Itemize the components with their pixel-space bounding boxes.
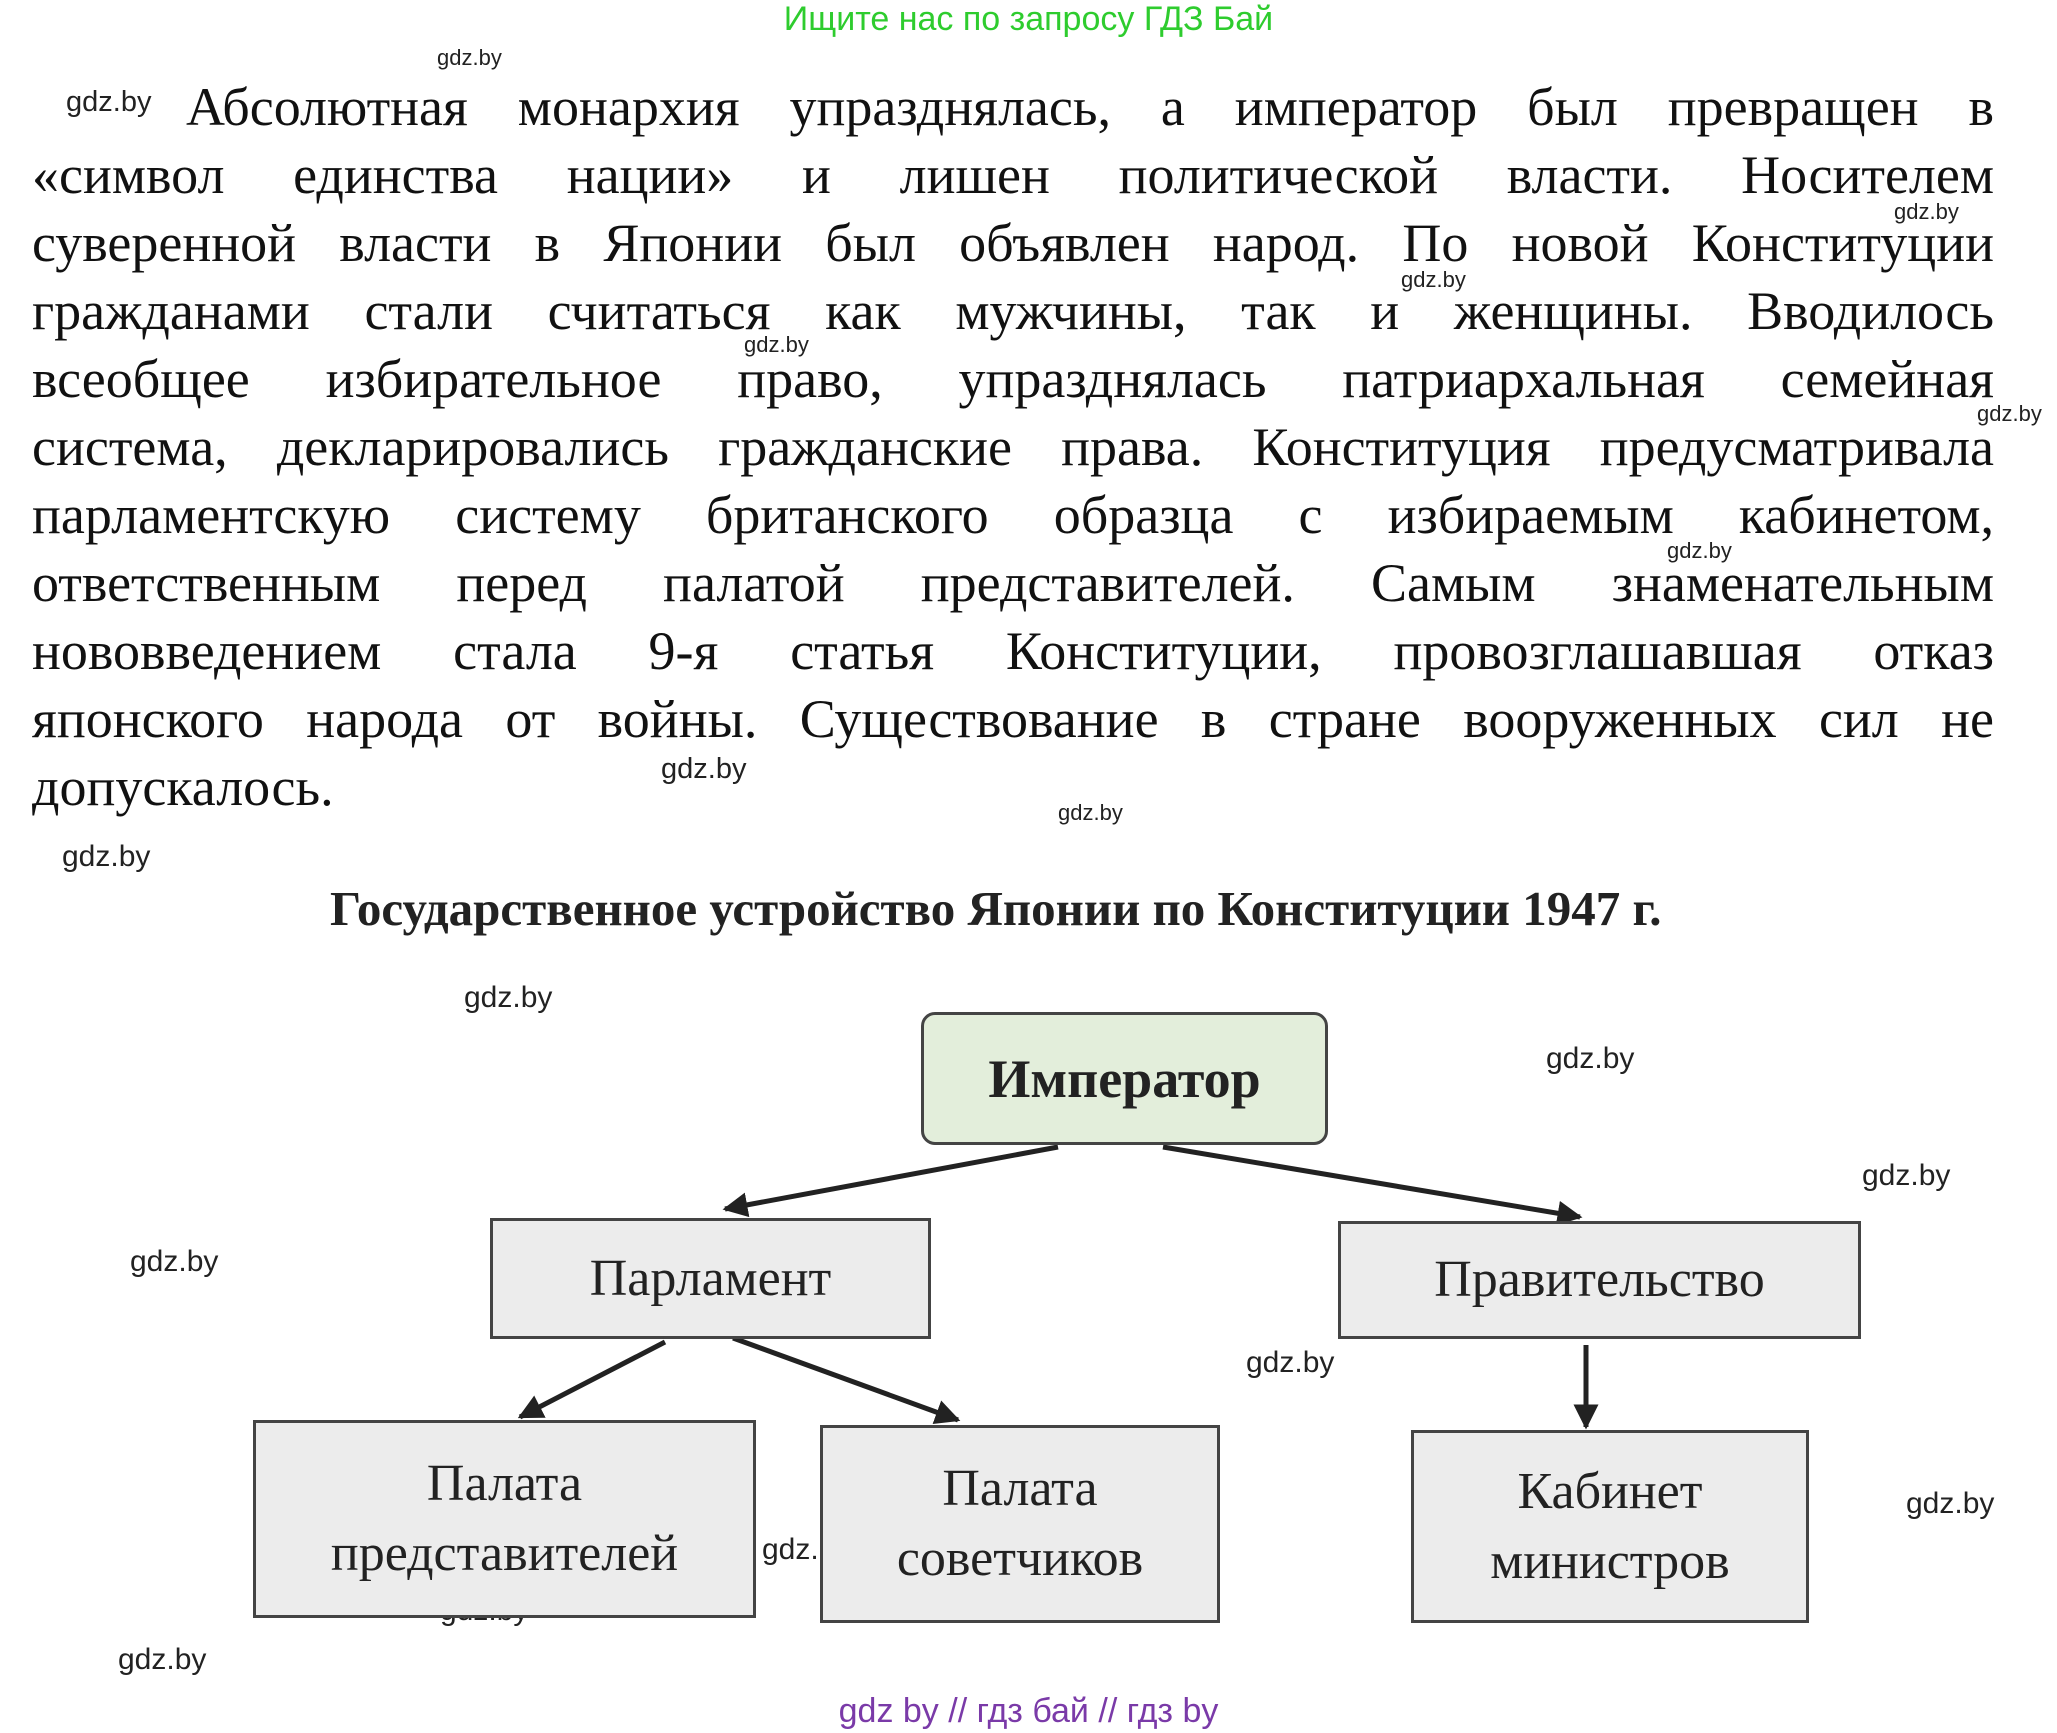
house-councillors-box: Палата советчиков xyxy=(820,1425,1220,1623)
parliament-label: Парламент xyxy=(589,1249,832,1307)
house-representatives-label-line1: Палата xyxy=(426,1455,583,1512)
paragraph-line: система, декларировались гражданские пра… xyxy=(32,417,1994,477)
footer-links: gdz by // гдз бай // гдз by xyxy=(838,1692,1219,1730)
watermark: gdz.by xyxy=(1401,267,1466,292)
watermark: gdz.by xyxy=(1862,1159,1951,1192)
watermark: gdz.by xyxy=(464,981,553,1014)
arrow-parliament-house-reps xyxy=(517,1339,667,1420)
paragraph-line: Абсолютная монархия упразднялась, а импе… xyxy=(186,77,1994,137)
watermark: gdz.by xyxy=(1894,199,1959,224)
house-representatives-box: Палата представителей xyxy=(253,1420,756,1618)
arrow-emperor-government xyxy=(1162,1144,1583,1226)
house-representatives-label-line2: представителей xyxy=(330,1525,679,1582)
watermark: gdz.by xyxy=(66,86,152,118)
watermark: gdz.by xyxy=(1977,401,2042,426)
diagram-title: Государственное устройство Японии по Кон… xyxy=(330,881,1662,936)
cabinet-box: Кабинет министров xyxy=(1411,1430,1809,1623)
top-banner: Ищите нас по запросу ГДЗ Бай xyxy=(783,0,1274,38)
watermark: gdz.by xyxy=(744,332,809,357)
emperor-box: Император xyxy=(921,1012,1328,1145)
parliament-box: Парламент xyxy=(490,1218,931,1339)
paragraph-line: гражданами стали считаться как мужчины, … xyxy=(32,281,1994,341)
watermark: gdz.by xyxy=(437,45,502,70)
cabinet-label-line1: Кабинет xyxy=(1517,1462,1703,1520)
watermark: gdz.by xyxy=(62,840,151,873)
watermark: gdz.by xyxy=(661,753,747,785)
government-box: Правительство xyxy=(1338,1221,1861,1339)
arrow-emperor-parliament xyxy=(722,1144,1059,1218)
arrow-parliament-house-councillors xyxy=(732,1335,961,1425)
paragraph-line: суверенной власти в Японии был объявлен … xyxy=(32,213,1994,273)
watermark: gdz.by xyxy=(1546,1042,1635,1075)
house-councillors-label-line1: Палата xyxy=(942,1460,1098,1517)
watermark: gdz.by xyxy=(1246,1346,1335,1379)
emperor-label: Император xyxy=(988,1048,1261,1109)
government-label: Правительство xyxy=(1434,1251,1765,1308)
paragraph-line: ответственным перед палатой представител… xyxy=(32,553,1994,613)
paragraph-line: «символ единства нации» и лишен политиче… xyxy=(32,145,1994,205)
paragraph-line: допускалось. xyxy=(32,757,334,817)
paragraph-line: всеобщее избирательное право, упраздняла… xyxy=(32,349,1994,409)
watermark: gdz.by xyxy=(1906,1487,1995,1520)
watermark: gdz.by xyxy=(1667,538,1732,563)
cabinet-label-line2: министров xyxy=(1490,1532,1730,1590)
watermark: gdz.by xyxy=(118,1643,207,1676)
paragraph-line: парламентскую систему британского образц… xyxy=(32,485,1994,545)
paragraph-line: японского народа от войны. Существование… xyxy=(32,689,1994,749)
watermark: gdz.by xyxy=(130,1245,219,1278)
paragraph-line: нововведением стала 9-я статья Конституц… xyxy=(32,621,1994,681)
watermark: gdz.by xyxy=(1058,800,1123,825)
house-councillors-label-line2: советчиков xyxy=(896,1530,1144,1587)
